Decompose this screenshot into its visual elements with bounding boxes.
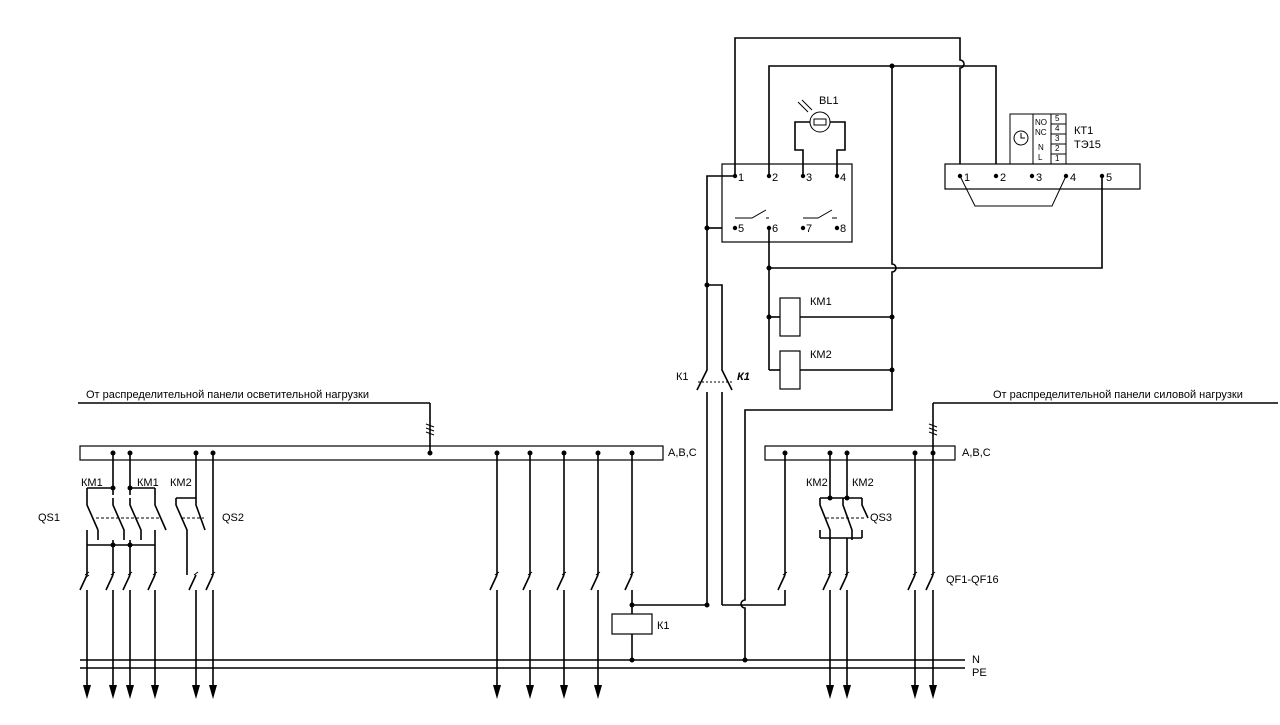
pe-label: PE — [972, 667, 987, 679]
left-circuit-breakers — [79, 450, 635, 699]
km2-coil — [779, 350, 801, 390]
k1-nc-contact-label: К1 — [737, 371, 750, 383]
kt1-timer-block — [944, 163, 1141, 190]
kt1-terminal-1: 1 — [964, 172, 970, 184]
bl1-photo-sensor — [794, 99, 846, 176]
km2-label-b: КМ2 — [806, 477, 828, 489]
kt1-terminal-5: 5 — [1106, 172, 1112, 184]
breaker-5 — [188, 571, 200, 699]
bl1-terminals-top: 1 2 3 4 — [732, 172, 846, 184]
wire-common-return — [740, 66, 897, 660]
breaker-8 — [522, 450, 534, 699]
kt1-mini-5: 5 — [1055, 114, 1060, 123]
kt1-terminal-4: 4 — [1070, 172, 1076, 184]
bl1-terminal-3: 3 — [806, 172, 812, 184]
bl1-terminal-2: 2 — [772, 172, 778, 184]
right-busbar — [764, 445, 956, 461]
kt1-mini-n: N — [1038, 143, 1044, 152]
qs2-label: QS2 — [222, 512, 244, 524]
bl1-contact-7-8 — [803, 209, 837, 219]
kt1-mini-4: 4 — [1055, 124, 1060, 133]
right-busbar-label: A,B,C — [962, 447, 991, 459]
kt1-model-label: ТЭ15 — [1074, 139, 1101, 151]
km1-label-b: КМ1 — [137, 477, 159, 489]
breaker-9 — [556, 450, 568, 699]
breaker-6 — [205, 571, 217, 699]
km1-coil-label: КМ1 — [810, 296, 832, 308]
breaker-2 — [105, 571, 117, 699]
breaker-3 — [122, 571, 134, 699]
kt1-terminal-3: 3 — [1036, 172, 1042, 184]
kt1-mini-2: 2 — [1055, 144, 1060, 153]
right-breakers-group — [722, 450, 937, 699]
bl1-contact-5-6 — [735, 209, 769, 219]
power-feed-label: От распределительной панели силовой нагр… — [993, 389, 1243, 401]
km1-label-a: КМ1 — [81, 477, 103, 489]
bl1-terminal-1: 1 — [738, 172, 744, 184]
breaker-10 — [590, 450, 602, 699]
kt1-mini-nc: NC — [1035, 128, 1047, 137]
kt1-terminal-2: 2 — [1000, 172, 1006, 184]
bl1-relay-block — [721, 163, 853, 243]
left-busbar — [79, 445, 664, 461]
km2-coil-label: КМ2 — [810, 349, 832, 361]
wire-bl1-1-to-kt1-1 — [734, 37, 965, 176]
qs2-km2-switch-group — [175, 450, 216, 575]
neutral-label: N — [972, 654, 980, 666]
k1-contacts — [696, 284, 733, 608]
kt1-mini-1: 1 — [1055, 154, 1060, 163]
bl1-terminal-6: 6 — [772, 223, 778, 235]
qs1-label: QS1 — [38, 512, 60, 524]
qs3-label: QS3 — [870, 512, 892, 524]
km2-label-c: КМ2 — [852, 477, 874, 489]
lighting-feed-label: От распределительной панели осветительно… — [86, 389, 369, 401]
bl1-terminals-bottom: 5 6 7 8 — [732, 223, 846, 235]
bl1-terminal-4: 4 — [840, 172, 846, 184]
kt1-mini-3: 3 — [1055, 134, 1060, 143]
wire-bl1-1-supply — [706, 175, 735, 285]
kt1-terminals: 1 2 3 4 5 — [957, 172, 1112, 184]
breaker-1 — [79, 571, 91, 699]
k1-no-contact-label: К1 — [676, 371, 689, 383]
k1-coil — [611, 613, 653, 635]
bl1-terminal-8: 8 — [840, 223, 846, 235]
qs1-km1-switch-group — [86, 450, 167, 575]
kt1-device: NO NC N L 5 4 3 2 1 — [1009, 113, 1067, 165]
kt1-mini-no: NO — [1035, 118, 1047, 127]
breaker-4 — [147, 571, 159, 699]
bl1-terminal-5: 5 — [738, 223, 744, 235]
km2-label-a: КМ2 — [170, 477, 192, 489]
bl1-terminal-7: 7 — [806, 223, 812, 235]
kt1-label: КТ1 — [1074, 125, 1093, 137]
bl1-label: BL1 — [819, 95, 839, 107]
kt1-mini-l: L — [1038, 153, 1043, 162]
left-busbar-label: A,B,C — [668, 447, 697, 459]
km1-coil — [779, 297, 801, 337]
wire-kt1-5 — [769, 176, 1103, 269]
breaker-7 — [489, 450, 501, 699]
k1-coil-label: К1 — [657, 620, 670, 632]
kt1-link-1-4 — [959, 175, 1067, 207]
breaker-11-k1-supply — [624, 450, 635, 614]
breakers-range-label: QF1-QF16 — [946, 574, 999, 586]
wire-bl1-2-to-kt1-2 — [768, 65, 997, 176]
